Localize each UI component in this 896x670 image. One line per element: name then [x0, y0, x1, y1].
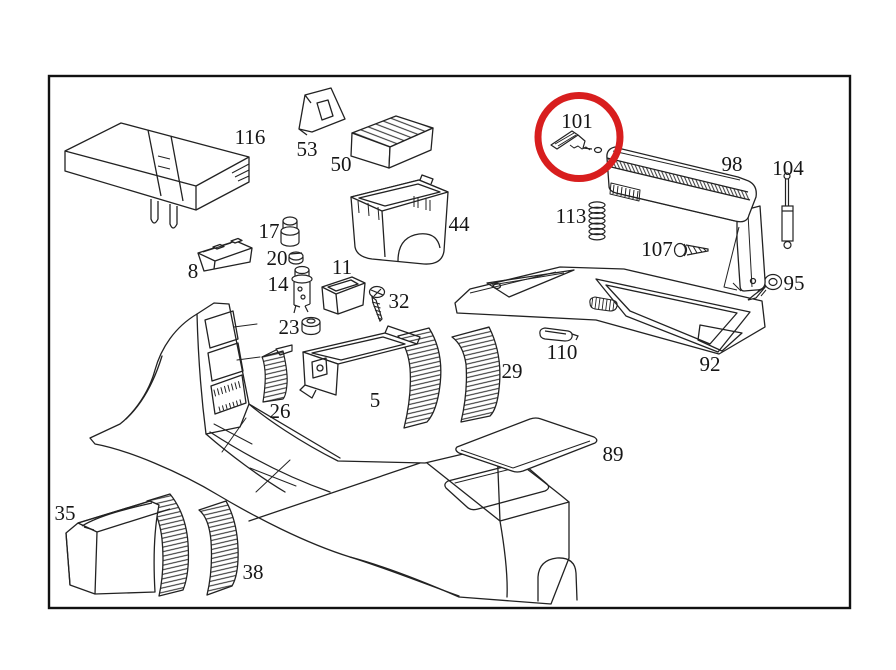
part-35-drawing: [65, 493, 190, 597]
part-29-drawing: [451, 326, 501, 423]
part-101-label: 101: [561, 109, 593, 133]
part-38-drawing: [198, 500, 239, 596]
part-26-label: 26: [270, 399, 291, 423]
part-50-drawing: [350, 115, 434, 169]
part-104-label: 104: [772, 156, 804, 180]
part-35-label: 35: [55, 501, 76, 525]
part-116-label: 116: [235, 125, 266, 149]
part-53-drawing: [298, 87, 346, 136]
part-17-label: 17: [259, 219, 280, 243]
part-17-drawing: [280, 216, 300, 247]
part-95-label: 95: [784, 271, 805, 295]
part-107-drawing: [673, 242, 709, 258]
part-5-drawing: [299, 325, 442, 429]
part-107-label: 107: [641, 237, 673, 261]
part-92-label: 92: [700, 352, 721, 376]
part-23-label: 23: [279, 315, 300, 339]
part-38-label: 38: [243, 560, 264, 584]
part-14-label: 14: [268, 272, 290, 296]
part-53-label: 53: [297, 137, 318, 161]
part-98-drawing: [606, 146, 766, 292]
part-89-label: 89: [603, 442, 624, 466]
part-116-drawing: [64, 122, 250, 229]
part-89-drawing: [455, 417, 598, 473]
part-8-drawing: [197, 237, 253, 272]
part-14-drawing: [291, 265, 313, 314]
part-11-drawing: [321, 276, 366, 315]
part-29-label: 29: [502, 359, 523, 383]
part-32-drawing: [368, 285, 386, 323]
part-5-label: 5: [370, 388, 381, 412]
part-92-drawing: [454, 266, 766, 355]
highlight-circle: [534, 92, 624, 182]
part-110-drawing: [539, 327, 579, 342]
part-32-label: 32: [389, 289, 410, 313]
part-44-label: 44: [449, 212, 471, 236]
part-110-label: 110: [547, 340, 578, 364]
part-11-label: 11: [332, 255, 352, 279]
part-50-label: 50: [331, 152, 352, 176]
part-104-drawing: [781, 172, 794, 250]
part-20-drawing: [288, 251, 304, 265]
part-8-label: 8: [188, 259, 199, 283]
part-20-label: 20: [267, 246, 288, 270]
part-113-label: 113: [556, 204, 587, 228]
part-23-drawing: [301, 316, 321, 336]
part-98-label: 98: [722, 152, 743, 176]
part-26-drawing: [261, 344, 293, 403]
part-44-drawing: [350, 174, 449, 265]
part-101-drawing: [550, 130, 603, 154]
part-113-drawing: [588, 201, 606, 241]
